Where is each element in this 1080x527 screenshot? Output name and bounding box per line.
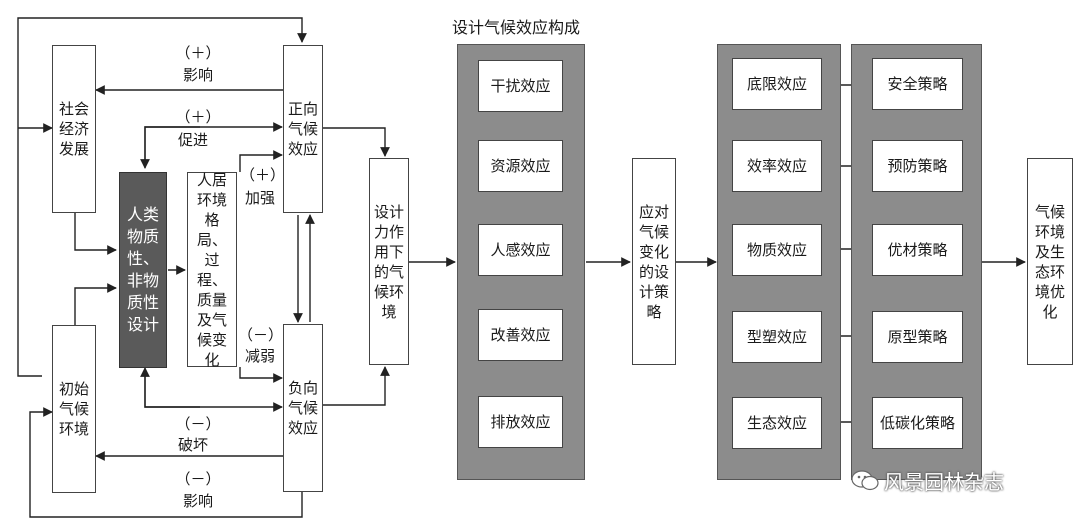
- label-plus-1: （＋）: [175, 44, 221, 62]
- watermark-text: 风景园林杂志: [884, 470, 1004, 494]
- label-plus-3: （＋）: [240, 166, 286, 184]
- effect-item: 生态效应: [732, 397, 822, 449]
- result-text: 气候环境及生态环境优化: [1034, 202, 1065, 321]
- habitat-box: 人居环境格局、过程、质量及气候变化: [187, 170, 237, 369]
- human-design-box: 人类物质性、非物质性设计: [119, 172, 167, 368]
- label-influence-2: 影响: [182, 492, 213, 510]
- negative-effect-text: 负向气候效应: [287, 379, 318, 437]
- initial-climate-text: 初始气候环境: [58, 380, 89, 438]
- composition-item: 资源效应: [478, 140, 563, 192]
- strategy-item: 安全策略: [872, 58, 963, 110]
- label-plus-2: （＋）: [175, 108, 221, 126]
- label-minus-2: （－）: [175, 415, 221, 433]
- strategy-item: 原型策略: [872, 311, 963, 363]
- initial-climate-box: 初始气候环境: [52, 325, 96, 493]
- strategy-item: 优材策略: [872, 224, 963, 276]
- habitat-text: 人居环境格局、过程、质量及气候变化: [196, 170, 227, 369]
- strategy-item: 预防策略: [872, 140, 963, 192]
- strategy-box: 应对气候变化的设计策略: [632, 158, 676, 365]
- effect-item: 底限效应: [732, 58, 822, 110]
- label-weaken: 减弱: [244, 347, 275, 365]
- label-destroy: 破坏: [177, 436, 208, 454]
- result-box: 气候环境及生态环境优化: [1027, 158, 1073, 365]
- human-design-text: 人类物质性、非物质性设计: [126, 205, 159, 334]
- label-promote: 促进: [177, 131, 208, 149]
- label-minus-1: （－）: [238, 326, 284, 344]
- composition-title: 设计气候效应构成: [452, 18, 581, 37]
- social-economic-box: 社会经济发展: [52, 45, 96, 213]
- effect-item: 型塑效应: [732, 311, 822, 363]
- composition-item: 改善效应: [478, 309, 563, 361]
- composition-item: 人感效应: [478, 224, 563, 276]
- positive-effect-box: 正向气候效应: [283, 45, 323, 213]
- strategy-box-text: 应对气候变化的设计策略: [638, 202, 669, 321]
- positive-effect-text: 正向气候效应: [287, 100, 318, 158]
- effect-item: 物质效应: [732, 224, 822, 276]
- wechat-icon: [851, 470, 879, 491]
- composition-item: 排放效应: [478, 396, 563, 448]
- label-minus-3: （－）: [175, 470, 221, 488]
- effect-item: 效率效应: [732, 140, 822, 192]
- social-economic-text: 社会经济发展: [58, 100, 89, 158]
- label-strengthen: 加强: [244, 189, 275, 207]
- design-environment-text: 设计力作用下的气候环境: [373, 202, 404, 321]
- label-influence-1: 影响: [182, 66, 213, 84]
- composition-item: 干扰效应: [478, 60, 563, 112]
- strategy-item: 低碳化策略: [872, 397, 963, 449]
- negative-effect-box: 负向气候效应: [283, 324, 323, 492]
- design-environment-box: 设计力作用下的气候环境: [369, 158, 409, 365]
